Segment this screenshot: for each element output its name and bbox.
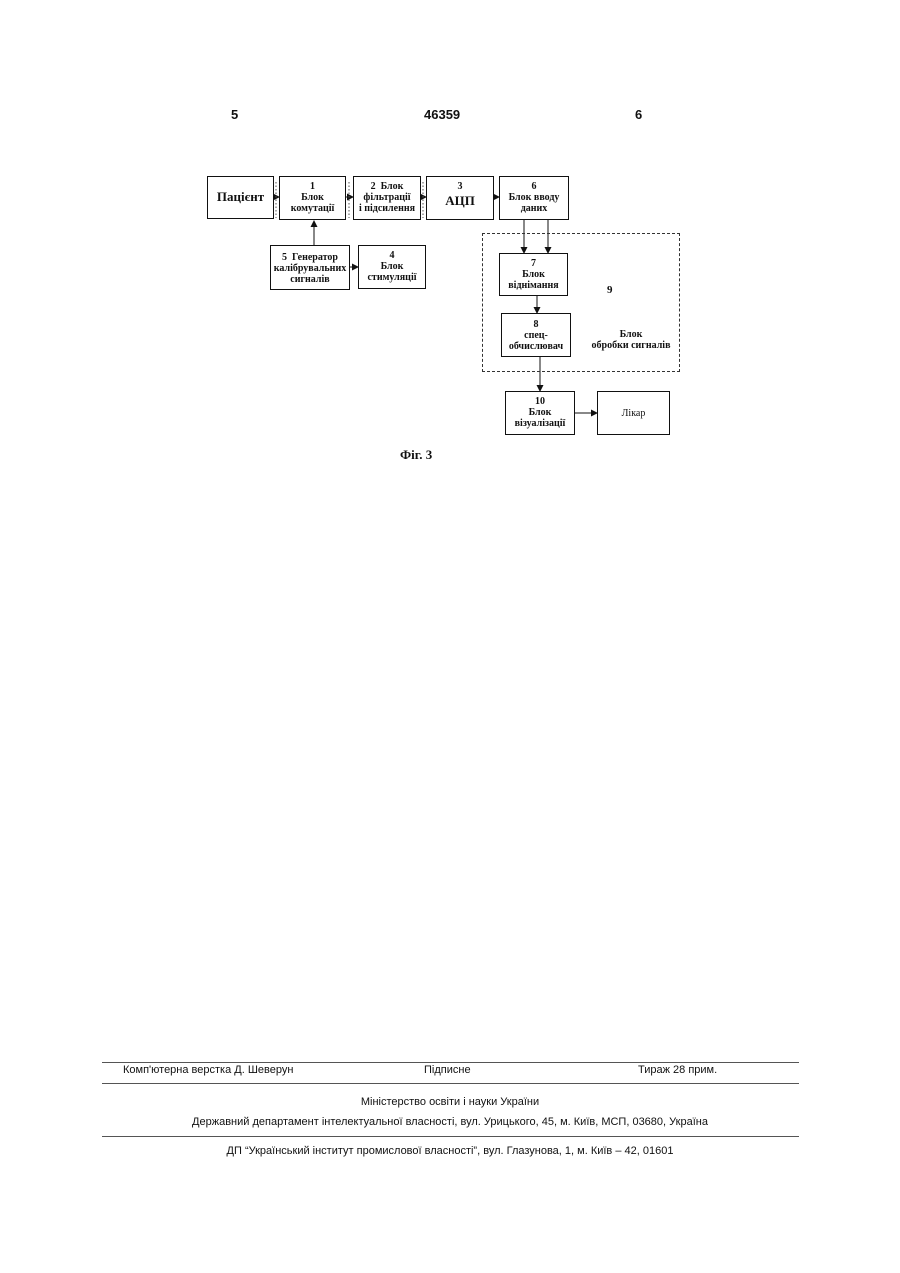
switch-block: 1 Блок комутації: [279, 176, 346, 220]
patient-label: Пацієнт: [208, 191, 273, 202]
footer-rule-top: [102, 1062, 799, 1063]
signed-note: Підписне: [424, 1064, 471, 1076]
generator-block-line1: Генератор: [292, 252, 338, 263]
visualization-block-number: 10: [506, 396, 574, 407]
filter-block: 2 Блок фільтрації і підсилення: [353, 176, 421, 220]
stimulation-block-line2: стимуляції: [359, 272, 425, 283]
stimulation-block-line1: Блок: [359, 261, 425, 272]
switch-block-line1: Блок: [280, 192, 345, 203]
figure-caption: Фіг. 3: [400, 447, 432, 463]
ministry-line: Міністерство освіти і науки України: [0, 1096, 900, 1108]
group-label: Блок обробки сигналів: [586, 329, 676, 351]
group-label-line2: обробки сигналів: [586, 340, 676, 351]
adc-block-number: 3: [427, 181, 493, 192]
data-input-block-number: 6: [500, 181, 568, 192]
filter-block-number: 2: [371, 181, 376, 192]
patient-block: Пацієнт: [207, 176, 274, 219]
switch-block-line2: комутації: [280, 203, 345, 214]
subtraction-block-line1: Блок: [500, 269, 567, 280]
doctor-block: Лікар: [597, 391, 670, 435]
special-calculator-block: 8 спец- обчислювач: [501, 313, 571, 357]
group-number: 9: [607, 285, 613, 296]
subtraction-block: 7 Блок віднімання: [499, 253, 568, 296]
adc-block-label: АЦП: [427, 195, 493, 206]
diagram-connections: [0, 0, 900, 480]
typesetting-credit: Комп'ютерна верстка Д. Шеверун: [123, 1064, 293, 1076]
data-input-block-line1: Блок вводу: [500, 192, 568, 203]
visualization-block-line1: Блок: [506, 407, 574, 418]
stimulation-block: 4 Блок стимуляції: [358, 245, 426, 289]
switch-block-number: 1: [280, 181, 345, 192]
adc-block: 3 АЦП: [426, 176, 494, 220]
footer-rule-middle: [102, 1083, 799, 1084]
circulation-note: Тираж 28 прим.: [638, 1064, 717, 1076]
filter-block-line3: і підсилення: [354, 203, 420, 214]
generator-block-line3: сигналів: [271, 274, 349, 285]
doctor-label: Лікар: [598, 408, 669, 419]
group-label-line1: Блок: [586, 329, 676, 340]
generator-block-line2: калібрувальних: [271, 263, 349, 274]
filter-block-line2: фільтрації: [354, 192, 420, 203]
calculator-block-line1: спец-: [502, 330, 570, 341]
generator-block-number: 5: [282, 252, 287, 263]
data-input-block-line2: даних: [500, 203, 568, 214]
department-line: Державний департамент інтелектуальної вл…: [0, 1116, 900, 1128]
visualization-block: 10 Блок візуалізації: [505, 391, 575, 435]
data-input-block: 6 Блок вводу даних: [499, 176, 569, 220]
calibration-generator-block: 5 Генератор калібрувальних сигналів: [270, 245, 350, 290]
footer-rule-bottom: [102, 1136, 799, 1137]
subtraction-block-number: 7: [500, 258, 567, 269]
calculator-block-number: 8: [502, 319, 570, 330]
institute-line: ДП “Український інститут промислової вла…: [0, 1145, 900, 1157]
filter-block-line1: Блок: [381, 181, 404, 192]
calculator-block-line2: обчислювач: [502, 341, 570, 352]
visualization-block-line2: візуалізації: [506, 418, 574, 429]
stimulation-block-number: 4: [359, 250, 425, 261]
subtraction-block-line2: віднімання: [500, 280, 567, 291]
